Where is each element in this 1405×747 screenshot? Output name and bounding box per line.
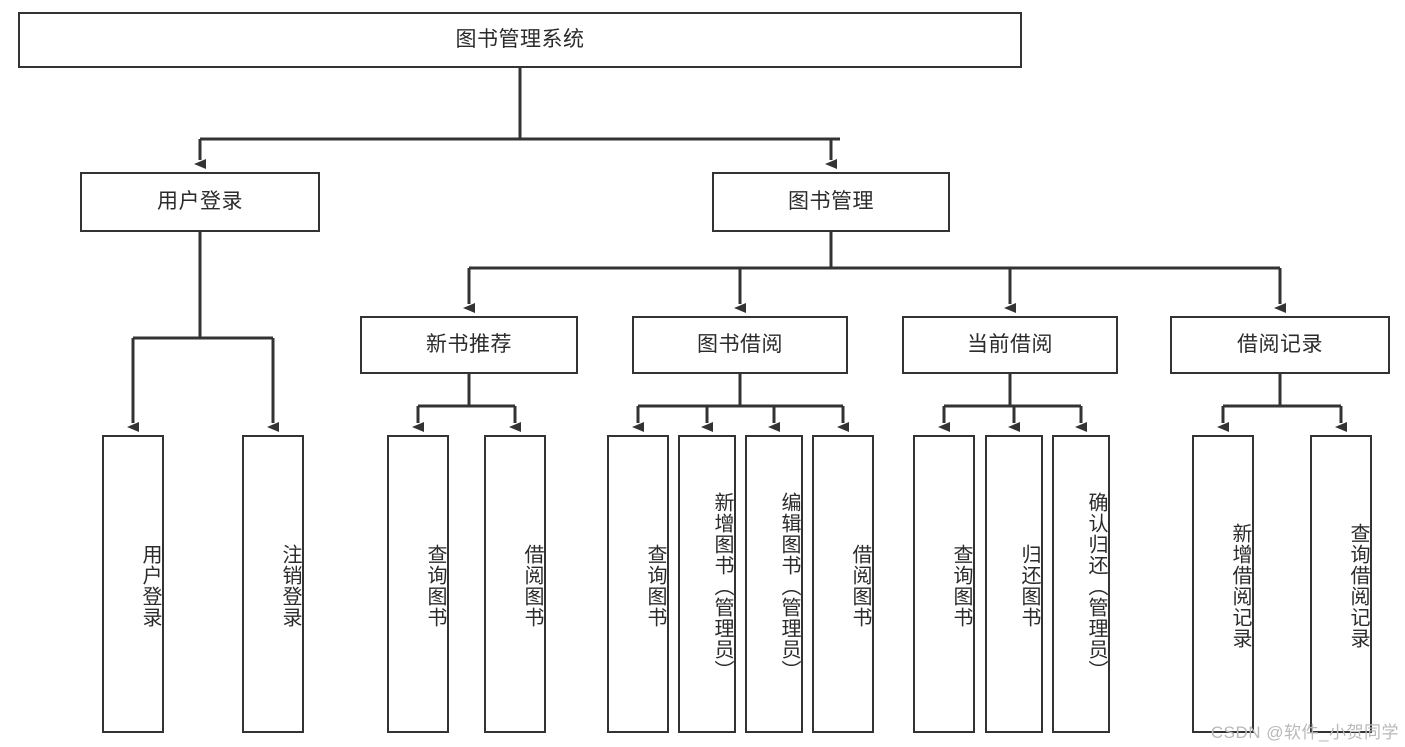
- node-label: 借阅记录: [1237, 333, 1323, 357]
- node-user-login[interactable]: 用户登录: [80, 172, 320, 232]
- node-label: 查询图书: [424, 544, 446, 628]
- node-root-book-management-system[interactable]: 图书管理系统: [18, 12, 1022, 68]
- node-label: 借阅图书: [849, 544, 871, 628]
- node-leaf-query-book-2[interactable]: 查询图书: [607, 435, 669, 733]
- node-leaf-borrow-book-1[interactable]: 借阅图书: [484, 435, 546, 733]
- node-label: 注销登录: [279, 544, 301, 628]
- node-label: 新增借阅记录: [1229, 523, 1251, 649]
- node-label: 编辑图书（管理员）: [778, 491, 800, 681]
- node-leaf-borrow-book-2[interactable]: 借阅图书: [812, 435, 874, 733]
- node-leaf-query-book-1[interactable]: 查询图书: [387, 435, 449, 733]
- node-label: 图书管理系统: [455, 28, 585, 52]
- node-leaf-return-book[interactable]: 归还图书: [985, 435, 1043, 733]
- node-label: 用户登录: [157, 190, 243, 214]
- node-leaf-query-book-3[interactable]: 查询图书: [913, 435, 975, 733]
- node-current-borrowing[interactable]: 当前借阅: [902, 316, 1118, 374]
- node-borrowing-record[interactable]: 借阅记录: [1170, 316, 1390, 374]
- node-leaf-add-book-admin[interactable]: 新增图书（管理员）: [678, 435, 736, 733]
- node-leaf-add-borrow-record[interactable]: 新增借阅记录: [1192, 435, 1254, 733]
- node-label: 新书推荐: [426, 333, 512, 357]
- node-label: 图书管理: [788, 190, 874, 214]
- node-label: 借阅图书: [521, 544, 543, 628]
- node-label: 查询图书: [950, 544, 972, 628]
- node-leaf-user-login[interactable]: 用户登录: [102, 435, 164, 733]
- node-label: 当前借阅: [967, 333, 1053, 357]
- node-label: 新增图书（管理员）: [711, 491, 733, 681]
- node-leaf-edit-book-admin[interactable]: 编辑图书（管理员）: [745, 435, 803, 733]
- node-new-book-recommendation[interactable]: 新书推荐: [360, 316, 578, 374]
- node-leaf-query-borrow-record[interactable]: 查询借阅记录: [1310, 435, 1372, 733]
- node-label: 归还图书: [1018, 544, 1040, 628]
- csdn-watermark: CSDN @软件_小贺同学: [1210, 723, 1399, 742]
- node-label: 用户登录: [139, 544, 161, 628]
- node-book-borrowing[interactable]: 图书借阅: [632, 316, 848, 374]
- node-label: 确认归还（管理员）: [1085, 491, 1107, 681]
- node-leaf-confirm-return-admin[interactable]: 确认归还（管理员）: [1052, 435, 1110, 733]
- node-label: 图书借阅: [697, 333, 783, 357]
- node-label: 查询借阅记录: [1347, 523, 1369, 649]
- node-book-management[interactable]: 图书管理: [712, 172, 950, 232]
- node-leaf-logout[interactable]: 注销登录: [242, 435, 304, 733]
- node-label: 查询图书: [644, 544, 666, 628]
